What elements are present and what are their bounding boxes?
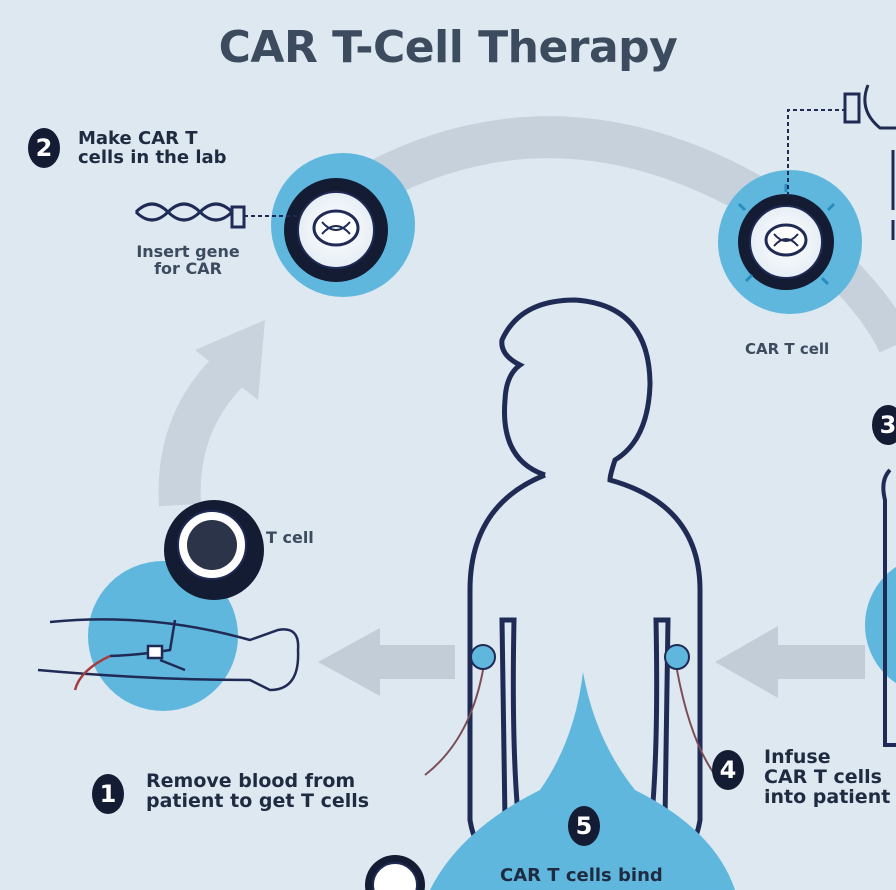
car-t-connector [787, 109, 845, 196]
iv-line-right [676, 669, 716, 776]
t-cell-icon [164, 500, 264, 600]
arrow-up-left [158, 349, 250, 507]
receptor-detail-icon [843, 84, 896, 240]
t-cell-icon-lab [284, 178, 388, 282]
step1-label: Remove blood from patient to get T cells [146, 770, 370, 812]
step5-shape [430, 672, 735, 890]
step3-circle [865, 566, 896, 684]
arm-iv-icon [37, 618, 300, 692]
arrow-left-right-head [715, 626, 778, 698]
step5-label: CAR T cells bind [500, 865, 663, 886]
arrow-arc-top [323, 116, 812, 243]
step-number-1: 1 [92, 774, 124, 814]
arrow-up-left-head [195, 320, 265, 400]
car-t-cell-icon [737, 184, 836, 290]
insert-gene-label: Insert gene for CAR [136, 242, 240, 278]
t-cell-label: T cell [266, 528, 314, 547]
step1-circle [88, 561, 238, 711]
iv-line-left [424, 669, 484, 776]
cancer-cell-icon [365, 855, 425, 890]
iv-site-right [664, 644, 690, 670]
arrow-left-right-body [775, 645, 865, 679]
step-number-2: 2 [28, 128, 60, 168]
step-number-5: 5 [568, 806, 600, 846]
step-number-3: 3 [872, 405, 896, 445]
step2-label: Make CAR T cells in the lab [78, 128, 227, 168]
car-t-cell-label: CAR T cell [745, 340, 830, 358]
arrow-left-head [318, 628, 380, 696]
dna-icon [134, 202, 246, 229]
iv-bag-outline [881, 468, 896, 747]
step4-label: Infuse CAR T cells into patient [764, 746, 891, 808]
iv-site-left [470, 644, 496, 670]
arrow-left-body [375, 645, 455, 679]
page-title: CAR T-Cell Therapy [218, 22, 678, 73]
step-number-4: 4 [712, 750, 744, 790]
